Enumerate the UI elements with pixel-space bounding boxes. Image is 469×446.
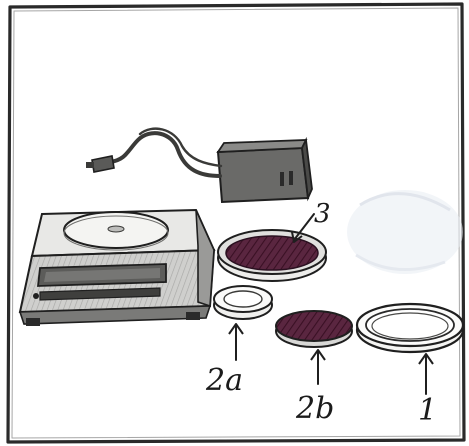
petri-dish-with-contents <box>218 230 326 281</box>
label-3: 3 <box>314 199 331 229</box>
label-2b: 2b <box>295 391 334 426</box>
power-button-icon <box>33 293 39 299</box>
small-ring <box>214 286 272 319</box>
label-2a: 2a <box>205 363 243 398</box>
power-adapter <box>218 140 312 202</box>
erased-smudge <box>347 190 463 274</box>
digital-scale <box>20 210 214 326</box>
large-double-ring <box>357 304 463 352</box>
small-filled-dish <box>276 311 352 347</box>
label-1: 1 <box>418 393 437 428</box>
